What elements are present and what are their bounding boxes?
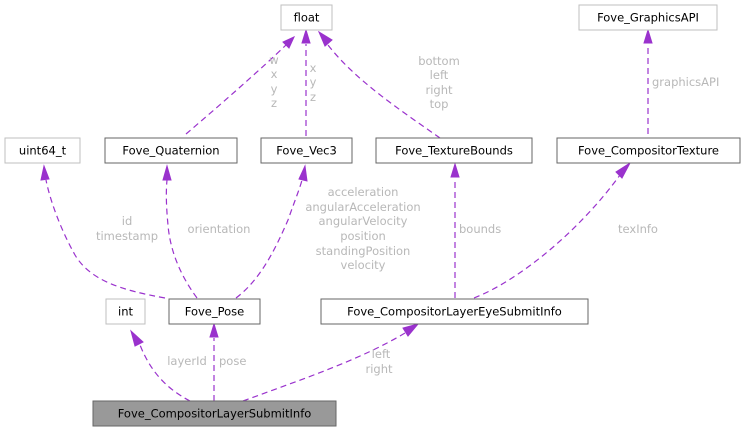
svg-text:y: y (310, 75, 317, 89)
arrowhead (643, 28, 653, 44)
node-fove-vec3[interactable]: Fove_Vec3 (260, 137, 353, 164)
svg-text:id: id (122, 214, 133, 228)
label-eye-texture: texInfo (618, 222, 658, 236)
svg-text:Fove_Quaternion: Fove_Quaternion (122, 144, 219, 158)
svg-text:left: left (430, 68, 449, 82)
svg-text:x: x (310, 61, 317, 75)
node-fove-compositorlayersubmitinfo: Fove_CompositorLayerSubmitInfo (92, 400, 337, 427)
node-fove-graphicsapi[interactable]: Fove_GraphicsAPI (578, 4, 718, 31)
svg-text:Fove_CompositorLayerEyeSubmitI: Fove_CompositorLayerEyeSubmitInfo (347, 305, 562, 319)
svg-text:Fove_Vec3: Fove_Vec3 (276, 144, 337, 158)
svg-text:top: top (430, 97, 449, 111)
node-fove-quaternion[interactable]: Fove_Quaternion (104, 137, 238, 164)
node-fove-compositorlayereyesubmitinfo[interactable]: Fove_CompositorLayerEyeSubmitInfo (320, 298, 589, 325)
svg-text:timestamp: timestamp (96, 229, 158, 243)
svg-text:left: left (372, 347, 391, 361)
label-texture-graphicsapi: graphicsAPI (652, 75, 719, 89)
svg-text:velocity: velocity (341, 258, 386, 272)
edge-pose-uint64 (45, 179, 166, 299)
svg-text:angularAcceleration: angularAcceleration (305, 200, 420, 214)
label-pose-uint64: id timestamp (96, 214, 158, 243)
svg-text:standingPosition: standingPosition (316, 244, 411, 258)
arrowhead (317, 30, 333, 47)
arrowhead (298, 164, 308, 182)
svg-text:right: right (425, 83, 453, 97)
svg-text:z: z (271, 96, 277, 110)
edge-pose-vec3 (235, 179, 303, 299)
svg-text:Fove_Pose: Fove_Pose (185, 305, 245, 319)
svg-text:z: z (310, 90, 316, 104)
svg-text:Fove_CompositorTexture: Fove_CompositorTexture (578, 144, 719, 158)
arrowhead (282, 35, 296, 49)
arrowhead (402, 323, 420, 337)
svg-text:bottom: bottom (418, 54, 460, 68)
svg-text:Fove_TextureBounds: Fove_TextureBounds (395, 144, 513, 158)
node-uint64-t[interactable]: uint64_t (4, 137, 81, 164)
edge-bounds-float (327, 44, 441, 139)
arrowhead (615, 161, 632, 179)
label-pose-quaternion: orientation (188, 222, 251, 236)
svg-text:acceleration: acceleration (328, 185, 399, 199)
edge-layer-eye (242, 332, 406, 402)
label-vec3-float: x y z (310, 61, 317, 104)
arrowhead (301, 28, 311, 44)
svg-text:w: w (269, 53, 278, 67)
label-layer-eye: left right (365, 347, 393, 376)
svg-text:Fove_GraphicsAPI: Fove_GraphicsAPI (597, 11, 699, 25)
svg-text:angularVelocity: angularVelocity (318, 214, 407, 228)
svg-text:position: position (340, 229, 386, 243)
label-eye-bounds: bounds (459, 222, 501, 236)
node-fove-compositortexture[interactable]: Fove_CompositorTexture (556, 137, 741, 164)
arrowhead (130, 329, 144, 347)
svg-text:Fove_CompositorLayerSubmitInfo: Fove_CompositorLayerSubmitInfo (118, 407, 312, 421)
label-bounds-float: bottom left right top (418, 54, 460, 111)
arrowhead (162, 164, 172, 181)
svg-text:float: float (294, 11, 320, 25)
svg-text:int: int (118, 305, 133, 319)
node-fove-texturebounds[interactable]: Fove_TextureBounds (375, 137, 533, 164)
label-pose-vec3: acceleration angularAcceleration angular… (305, 185, 420, 272)
arrowhead (209, 322, 219, 338)
arrowhead (450, 162, 460, 178)
label-layer-pose: pose (219, 354, 246, 368)
edge-eye-texture (473, 174, 621, 299)
edge-quaternion-float (185, 44, 287, 135)
edge-pose-quaternion (165, 179, 198, 299)
svg-text:uint64_t: uint64_t (19, 144, 67, 158)
node-int[interactable]: int (105, 298, 146, 325)
node-float[interactable]: float (280, 4, 333, 31)
svg-text:right: right (365, 362, 393, 376)
node-fove-pose[interactable]: Fove_Pose (168, 298, 261, 325)
svg-text:y: y (271, 82, 278, 96)
arrowhead (40, 164, 50, 181)
label-layer-int: layerId (167, 354, 207, 368)
label-quaternion-float: w x y z (269, 53, 278, 110)
svg-text:x: x (271, 67, 278, 81)
